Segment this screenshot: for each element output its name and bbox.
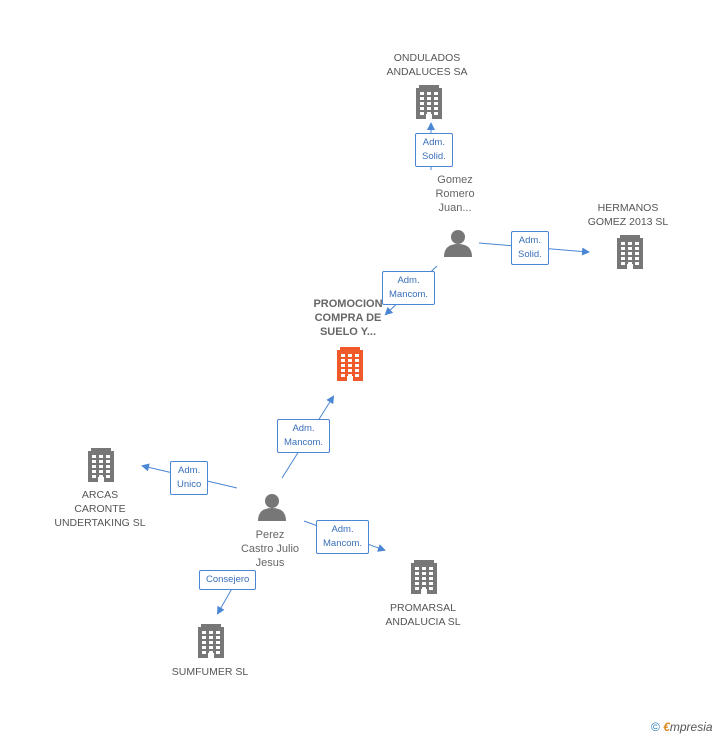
node-label-sumfumer[interactable]: SUMFUMER SL <box>140 665 280 679</box>
node-label-line: GOMEZ 2013 SL <box>587 216 669 228</box>
footer-brand: © €mpresia <box>651 720 713 734</box>
node-label-line: ANDALUCES SA <box>386 66 468 78</box>
edge-label-line: Mancom. <box>389 289 429 300</box>
edge-label-line: Unico <box>177 479 202 490</box>
edge-label-line: Solid. <box>518 249 542 260</box>
edge-label-perez-sumfumer[interactable]: Consejero <box>199 570 257 590</box>
copyright-symbol: © <box>651 720 660 734</box>
node-label-line: Romero <box>435 188 475 200</box>
node-label-arcas[interactable]: ARCAS CARONTE UNDERTAKING SL <box>30 488 170 530</box>
edge-label-perez-promocion[interactable]: Adm. Mancom. <box>277 419 331 453</box>
node-label-line: ARCAS <box>81 489 119 501</box>
edge-label-line: Adm. <box>518 235 541 246</box>
building-icon-arcas[interactable] <box>88 448 114 482</box>
node-label-line: ANDALUCIA SL <box>385 616 461 628</box>
brand-name: mpresia <box>669 720 713 734</box>
node-label-line: COMPRA DE <box>314 312 382 324</box>
edge-label-perez-arcas[interactable]: Adm. Unico <box>170 461 209 495</box>
edge-label-line: Adm. <box>292 423 315 434</box>
node-label-line: SUELO Y... <box>319 326 377 338</box>
edge-label-line: Adm. <box>397 275 420 286</box>
edge-label-gomez-promocion[interactable]: Adm. Mancom. <box>382 271 436 305</box>
node-label-promarsal[interactable]: PROMARSAL ANDALUCIA SL <box>353 601 493 629</box>
edge-label-gomez-hermanos[interactable]: Adm. Solid. <box>511 231 549 265</box>
edge-label-line: Mancom. <box>323 538 363 549</box>
node-label-line: UNDERTAKING SL <box>54 517 146 529</box>
node-label-line: HERMANOS <box>597 202 659 214</box>
main-building-icon-promocion[interactable] <box>337 347 363 381</box>
edge-label-perez-promarsal[interactable]: Adm. Mancom. <box>316 520 370 554</box>
node-label-line: Gomez <box>437 174 473 186</box>
node-label-line: Jesus <box>255 557 285 569</box>
edge-label-line: Adm. <box>422 137 445 148</box>
edge-label-line: Adm. <box>331 524 354 535</box>
node-label-line: Perez <box>255 529 285 541</box>
node-label-line: Castro Julio <box>240 543 300 555</box>
node-label-line: CARONTE <box>74 503 126 515</box>
node-label-promocion[interactable]: PROMOCION COMPRA DE SUELO Y... <box>288 297 408 339</box>
building-icon-ondulados[interactable] <box>416 85 442 119</box>
node-label-line: Juan... <box>438 202 472 214</box>
person-icon-perez[interactable] <box>258 494 286 521</box>
edge-label-line: Adm. <box>178 465 201 476</box>
building-icon-sumfumer[interactable] <box>198 624 224 658</box>
building-icon-promarsal[interactable] <box>411 560 437 594</box>
node-label-ondulados[interactable]: ONDULADOS ANDALUCES SA <box>357 51 497 79</box>
node-label-line: PROMOCION <box>313 298 383 310</box>
node-label-hermanos[interactable]: HERMANOS GOMEZ 2013 SL <box>558 201 698 229</box>
building-icon-hermanos[interactable] <box>617 235 643 269</box>
edge-label-gomez-ondulados[interactable]: Adm. Solid. <box>415 133 453 167</box>
node-label-line: ONDULADOS <box>393 52 461 64</box>
edge-label-line: Mancom. <box>284 437 324 448</box>
node-label-line: PROMARSAL <box>390 602 456 614</box>
edge-label-line: Solid. <box>422 151 446 162</box>
node-label-line: SUMFUMER SL <box>171 666 249 678</box>
edge-label-line: Consejero <box>206 574 250 585</box>
brand-initial: € <box>663 720 670 734</box>
person-icon-gomez[interactable] <box>444 230 472 257</box>
